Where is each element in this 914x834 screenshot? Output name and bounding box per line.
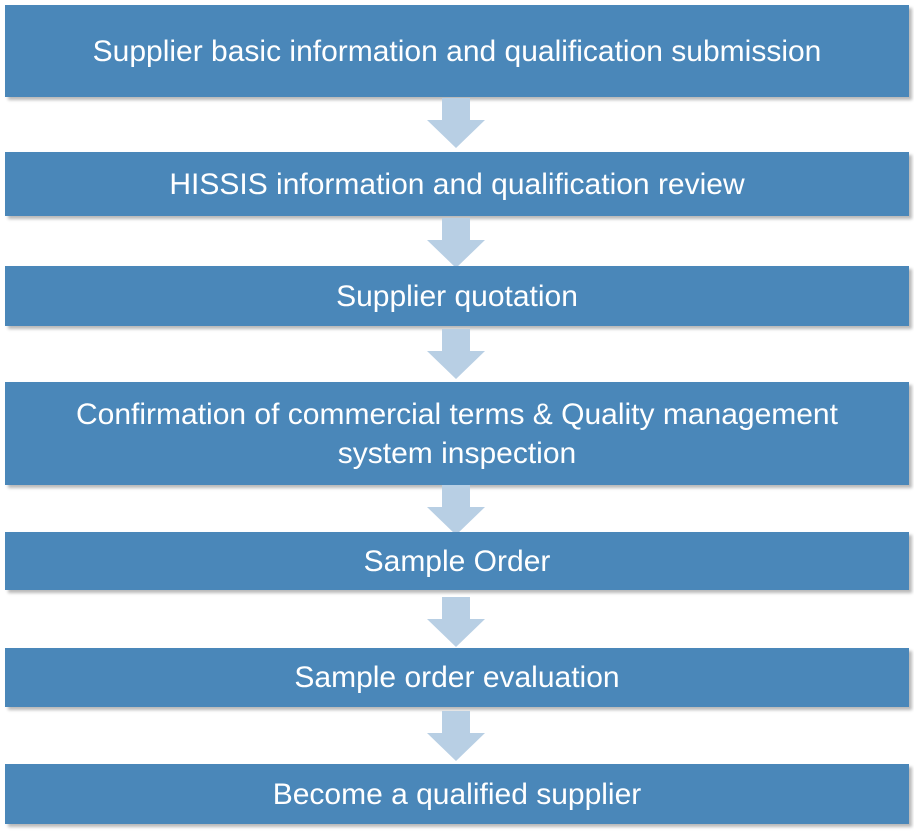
step-1-box: Supplier basic information and qualifica… <box>5 5 909 97</box>
arrow-down-icon <box>427 218 485 268</box>
arrow-down-icon <box>427 711 485 761</box>
step-2-label: HISSIS information and qualification rev… <box>169 167 745 201</box>
step-6-box: Sample order evaluation <box>5 648 909 707</box>
step-3-label: Supplier quotation <box>336 279 578 313</box>
arrow-down-icon <box>427 329 485 379</box>
arrow-down-icon <box>427 485 485 535</box>
step-7-label: Become a qualified supplier <box>272 777 642 811</box>
arrow-down-icon <box>427 597 485 647</box>
step-7-box: Become a qualified supplier <box>5 764 909 824</box>
step-4-label: Confirmation of commercial terms & Quali… <box>76 397 838 470</box>
step-2-box: HISSIS information and qualification rev… <box>5 152 909 216</box>
step-3-box: Supplier quotation <box>5 266 909 326</box>
step-5-label: Sample Order <box>363 544 551 578</box>
step-4-box: Confirmation of commercial terms & Quali… <box>5 382 909 485</box>
arrow-down-icon <box>427 98 485 148</box>
step-1-label: Supplier basic information and qualifica… <box>92 34 822 68</box>
step-6-label: Sample order evaluation <box>294 661 620 694</box>
step-5-box: Sample Order <box>5 532 909 590</box>
